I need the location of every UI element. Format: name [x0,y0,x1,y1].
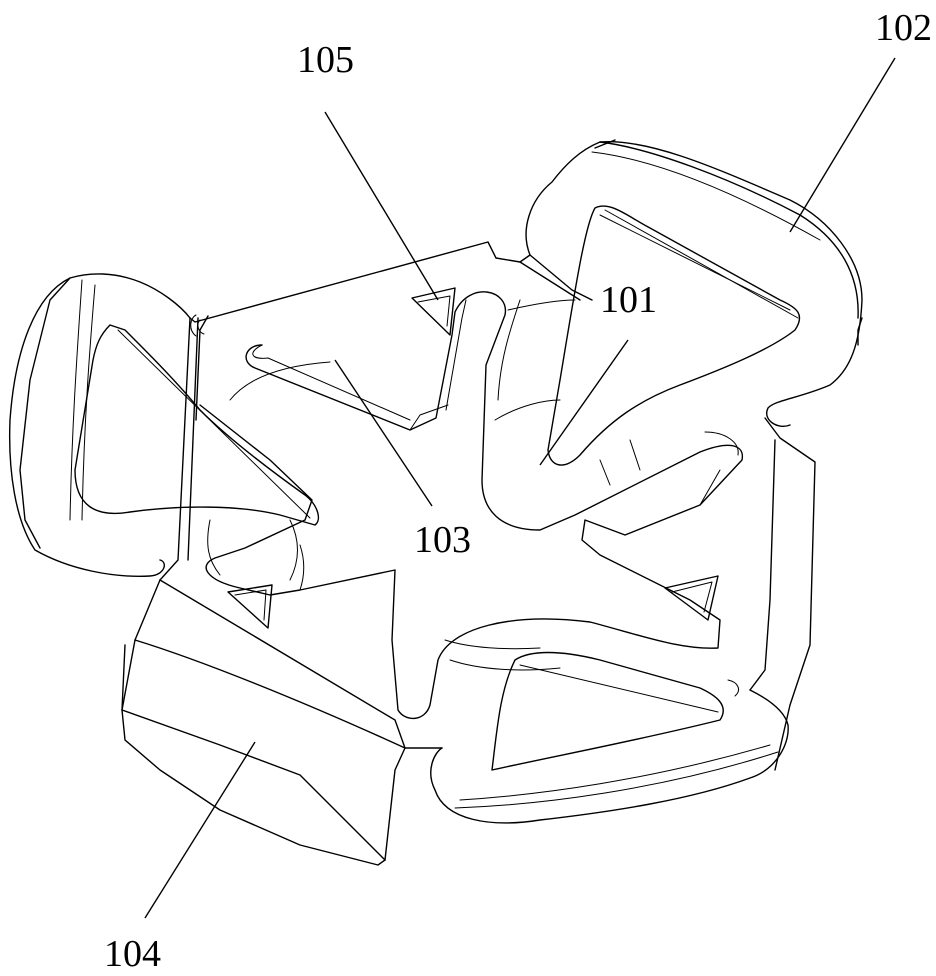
leader-102 [790,58,895,232]
leader-lines [145,58,895,918]
star-cutout [200,292,742,719]
reference-labels: 101 102 103 104 105 [104,7,932,975]
bent-tab [122,580,405,865]
label-101: 101 [600,279,657,321]
label-103: 103 [414,519,471,561]
ring-shading [208,300,640,670]
leader-104 [145,742,255,918]
leader-101 [540,340,628,465]
lobe-top-right [526,140,862,465]
lobe-left [10,274,319,576]
lobe-bottom-right [385,653,788,861]
label-105: 105 [297,39,354,81]
label-104: 104 [104,933,161,975]
label-102: 102 [875,7,932,49]
leader-103 [335,360,432,506]
